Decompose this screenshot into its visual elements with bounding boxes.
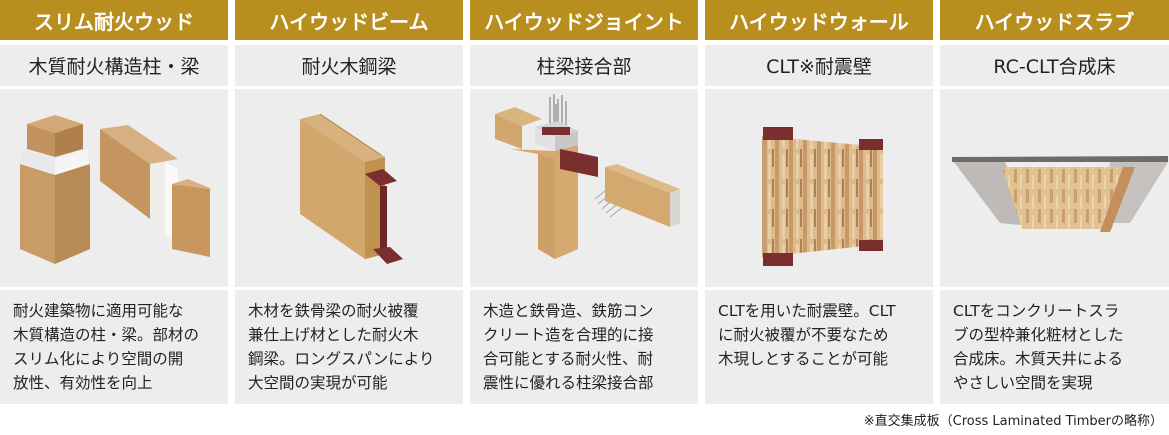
product-description: 木造と鉄骨造、鉄筋コン クリート造を合理的に接 合可能とする耐火性、耐 震性に優… [470, 290, 698, 404]
product-column-slim-wood: スリム耐火ウッド 木質耐火構造柱・梁 耐火建築物に適 [0, 0, 228, 404]
wood-steel-beam-illustration [235, 89, 463, 287]
product-column-hywood-slab: ハイウッドスラブ RC-CLT合成床 CLTをコンクリートスラ [940, 0, 1169, 404]
product-subtitle: RC-CLT合成床 [940, 45, 1169, 86]
column-beam-joint-illustration [470, 89, 698, 287]
product-description: CLTをコンクリートスラ ブの型枠兼化粧材とした 合成床。木質天井による やさし… [940, 290, 1169, 404]
product-title: ハイウッドジョイント [470, 0, 698, 40]
product-column-hywood-joint: ハイウッドジョイント 柱梁接合部 [470, 0, 698, 404]
product-grid: スリム耐火ウッド 木質耐火構造柱・梁 耐火建築物に適 [0, 0, 1169, 404]
product-title: スリム耐火ウッド [0, 0, 228, 40]
clt-seismic-wall-illustration [705, 89, 933, 287]
product-description: CLTを用いた耐震壁。CLT に耐火被覆が不要なため 木現しとすることが可能 [705, 290, 933, 404]
product-title: ハイウッドビーム [235, 0, 463, 40]
product-title: ハイウッドスラブ [940, 0, 1169, 40]
slim-fireproof-wood-illustration [0, 89, 228, 287]
product-title: ハイウッドウォール [705, 0, 933, 40]
product-subtitle: 木質耐火構造柱・梁 [0, 45, 228, 86]
product-description: 耐火建築物に適用可能な 木質構造の柱・梁。部材の スリム化により空間の開 放性、… [0, 290, 228, 404]
product-column-hywood-beam: ハイウッドビーム 耐火木鋼梁 木材を鉄骨梁の耐火被覆 兼仕上げ材とした耐火木 鋼… [235, 0, 463, 404]
rc-clt-composite-slab-illustration [940, 89, 1169, 287]
product-description: 木材を鉄骨梁の耐火被覆 兼仕上げ材とした耐火木 鋼梁。ロングスパンにより 大空間… [235, 290, 463, 404]
product-column-hywood-wall: ハイウッドウォール CLT※耐震壁 [705, 0, 933, 404]
product-subtitle: CLT※耐震壁 [705, 45, 933, 86]
product-subtitle: 柱梁接合部 [470, 45, 698, 86]
footnote: ※直交集成板（Cross Laminated Timberの略称） [863, 414, 1163, 429]
product-subtitle: 耐火木鋼梁 [235, 45, 463, 86]
